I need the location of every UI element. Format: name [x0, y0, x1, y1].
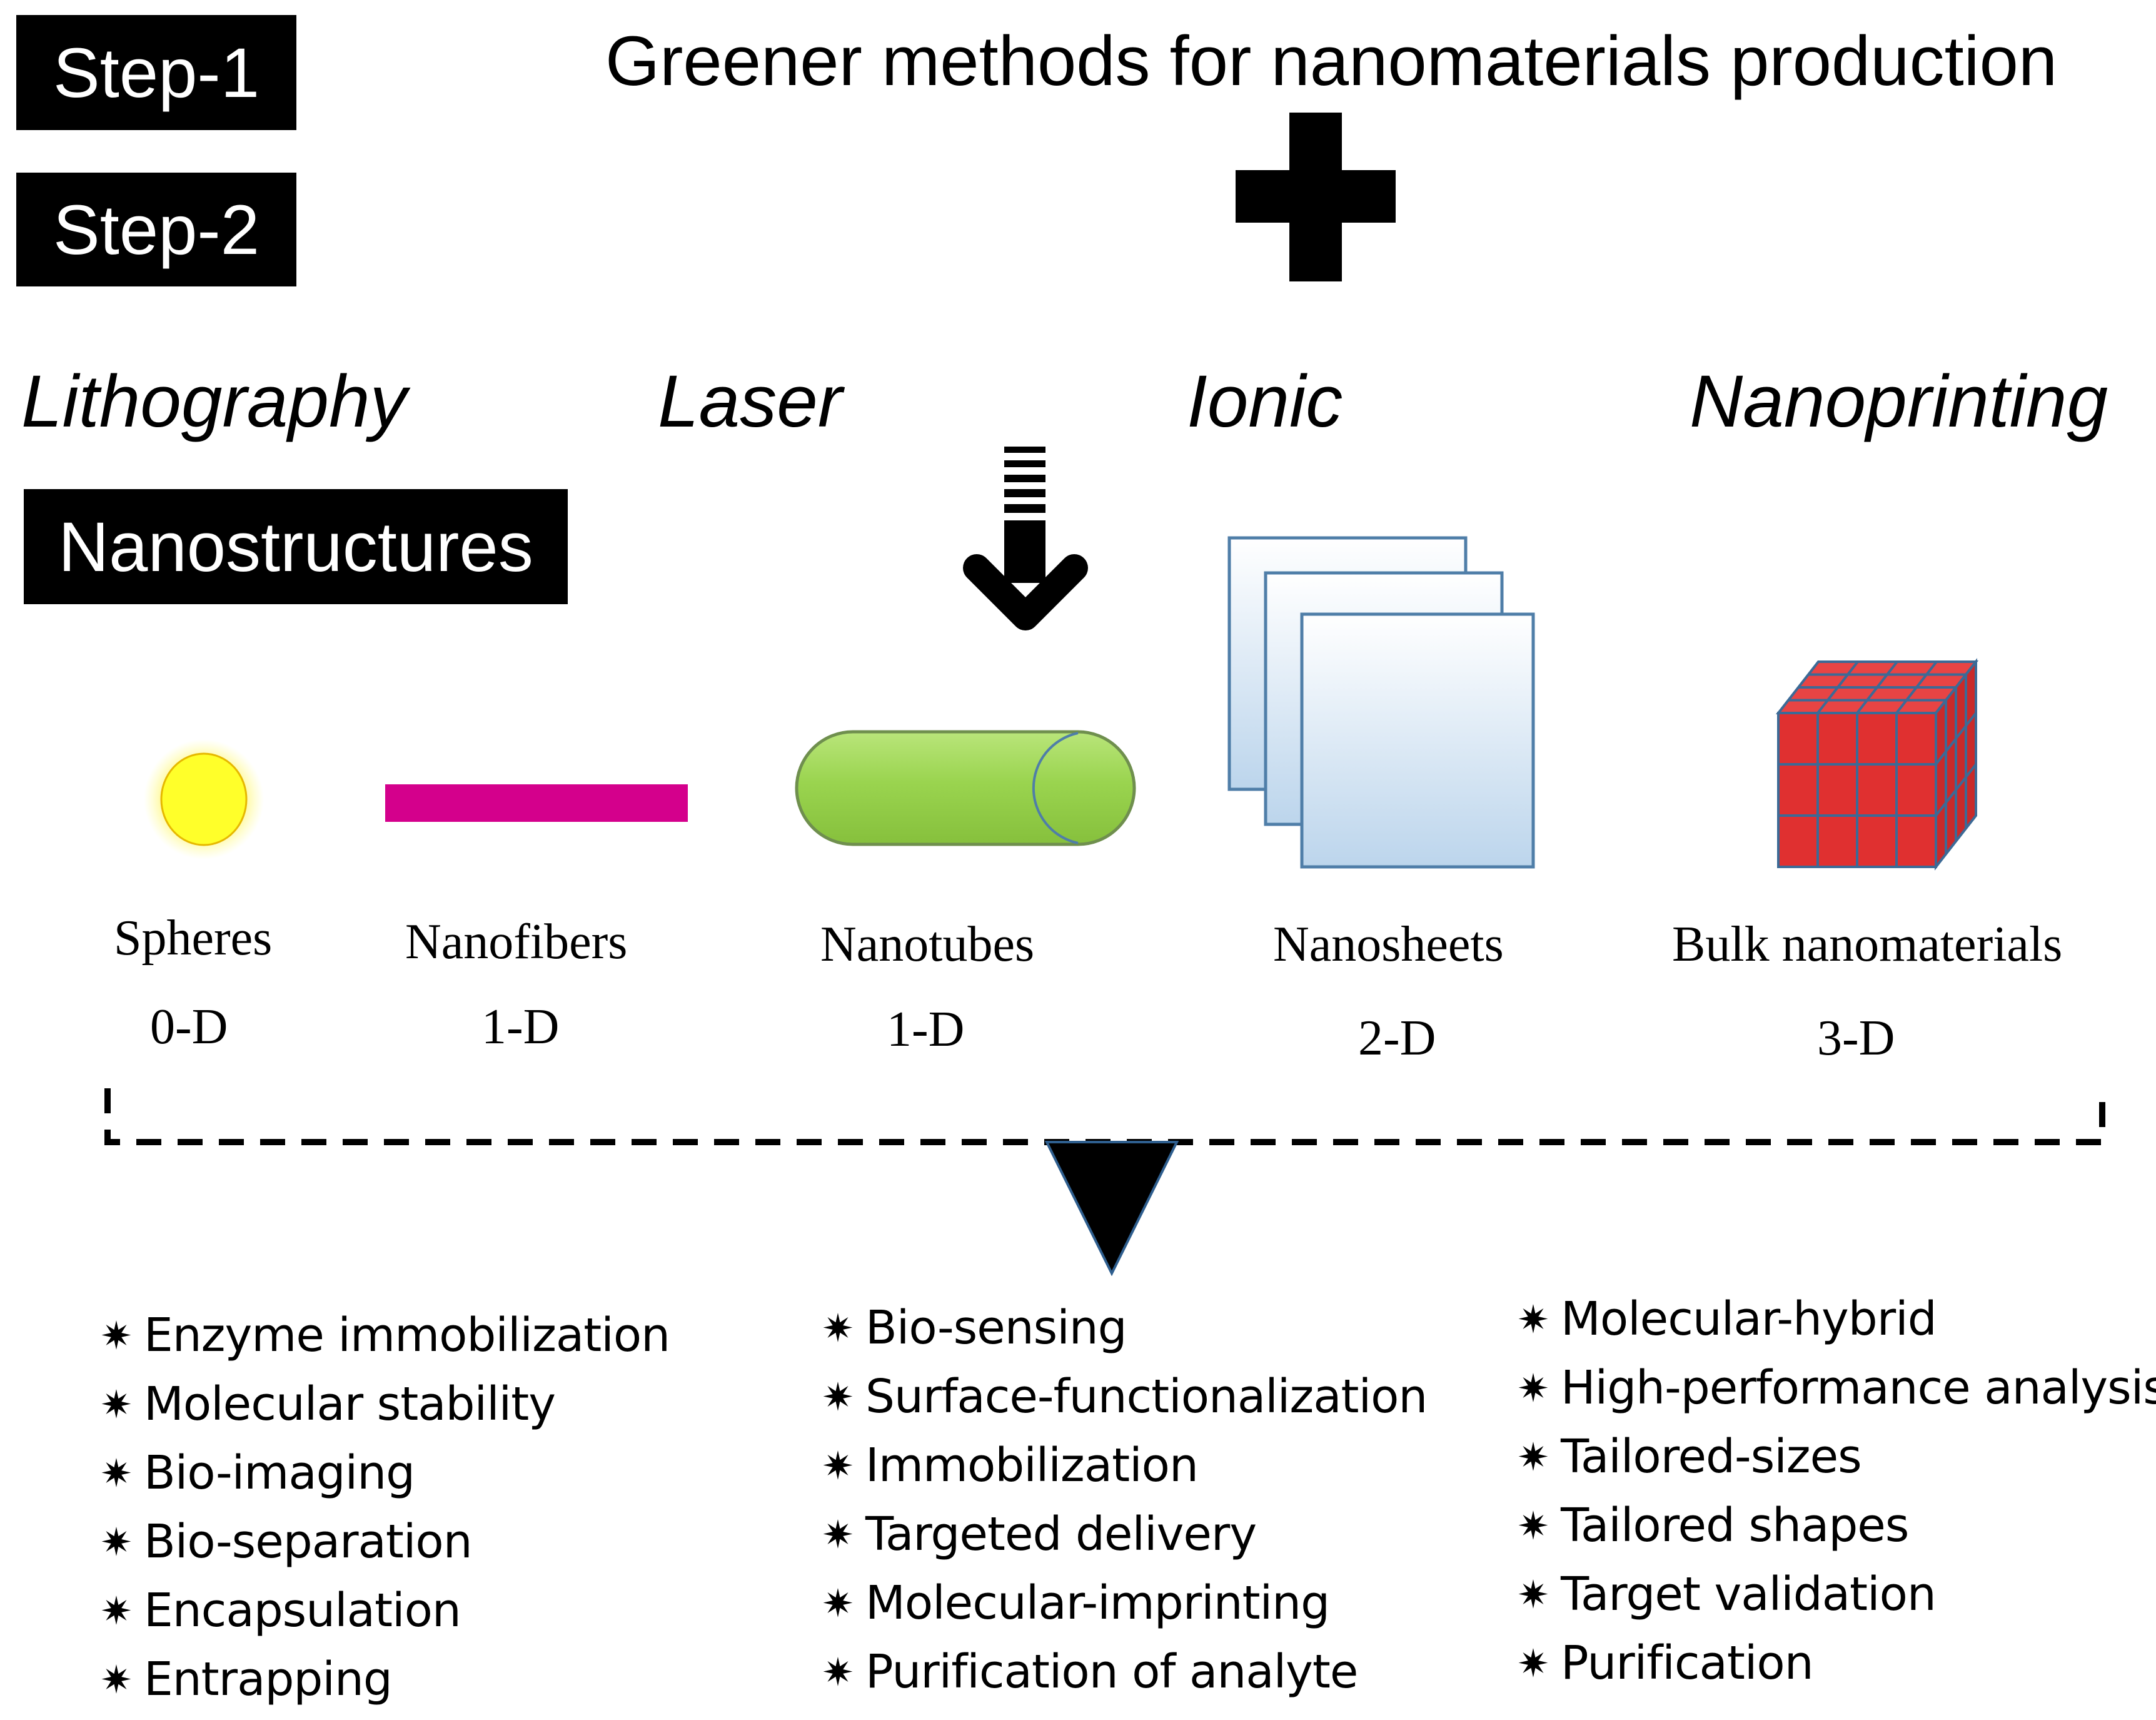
method-lithography: Lithography: [21, 360, 407, 443]
page-title: Greener methods for nanomaterials produc…: [605, 22, 2058, 100]
list-item: ✷Purification of analyte: [822, 1645, 1358, 1699]
list-item: ✷Purification: [1517, 1636, 1814, 1690]
bullet-star-icon: ✷: [100, 1587, 133, 1634]
dimension-nanosheets: 2-D: [1358, 1011, 1436, 1066]
applications-column-2: ✷Bio-sensing ✷Surface-functionalization …: [822, 1293, 1428, 1706]
dimension-nanotubes: 1-D: [887, 1002, 965, 1057]
list-item: ✷Tailored shapes: [1517, 1499, 1909, 1552]
step-2-label: Step-2: [16, 173, 296, 286]
dimension-bulk: 3-D: [1817, 1011, 1895, 1066]
bullet-star-icon: ✷: [1517, 1365, 1549, 1411]
list-item: ✷Enzyme immobilization: [100, 1308, 670, 1362]
list-item: ✷Bio-separation: [100, 1515, 473, 1569]
bullet-star-icon: ✷: [1517, 1571, 1549, 1617]
shape-name-nanotubes: Nanotubes: [820, 917, 1035, 972]
list-item: ✷High-performance analysis: [1517, 1361, 2156, 1415]
applications-column-3: ✷Molecular-hybrid ✷High-performance anal…: [1517, 1285, 2156, 1697]
list-item: ✷Tailored-sizes: [1517, 1430, 1862, 1484]
list-item: ✷Targeted delivery: [822, 1507, 1257, 1561]
bullet-star-icon: ✷: [100, 1656, 133, 1702]
bullet-star-icon: ✷: [1517, 1296, 1549, 1342]
bullet-star-icon: ✷: [822, 1442, 854, 1489]
nanofiber-shape: [385, 784, 688, 822]
method-ionic: Ionic: [1187, 360, 1343, 443]
dimension-nanofibers: 1-D: [481, 999, 560, 1055]
bulk-cube-shape: [1775, 658, 1979, 871]
nanostructures-text: Nanostructures: [58, 507, 533, 586]
shape-name-nanosheets: Nanosheets: [1273, 917, 1504, 972]
bullet-star-icon: ✷: [1517, 1640, 1549, 1686]
bullet-star-icon: ✷: [1517, 1502, 1549, 1549]
list-item: ✷Bio-sensing: [822, 1301, 1127, 1355]
shape-name-bulk: Bulk nanomaterials: [1672, 917, 2063, 972]
list-item: ✷Surface-functionalization: [822, 1370, 1428, 1424]
shape-name-spheres: Spheres: [114, 911, 273, 966]
bullet-star-icon: ✷: [100, 1381, 133, 1427]
step-1-label: Step-1: [16, 15, 296, 130]
step-2-text: Step-2: [53, 190, 259, 269]
bullet-star-icon: ✷: [100, 1519, 133, 1565]
bullet-star-icon: ✷: [822, 1373, 854, 1420]
striped-down-arrow-icon: [963, 447, 1088, 630]
list-item: ✷Immobilization: [822, 1439, 1199, 1492]
sphere-shape: [144, 739, 264, 859]
list-item: ✷Target validation: [1517, 1567, 1937, 1621]
nanosheets-shape: [1227, 536, 1535, 869]
shape-name-nanofibers: Nanofibers: [405, 914, 628, 969]
applications-column-1: ✷Enzyme immobilization ✷Molecular stabil…: [100, 1301, 670, 1714]
nanotube-shape: [795, 730, 1136, 846]
dimension-spheres: 0-D: [150, 999, 228, 1055]
plus-icon: [1236, 113, 1396, 281]
bullet-star-icon: ✷: [100, 1450, 133, 1496]
list-item: ✷Bio-imaging: [100, 1446, 415, 1500]
bullet-star-icon: ✷: [822, 1305, 854, 1351]
method-laser: Laser: [658, 360, 843, 443]
nanostructures-label: Nanostructures: [24, 489, 568, 604]
down-triangle-icon: [1044, 1141, 1179, 1276]
method-nanoprinting: Nanoprinting: [1690, 360, 2108, 443]
bullet-star-icon: ✷: [822, 1649, 854, 1695]
bullet-star-icon: ✷: [1517, 1434, 1549, 1480]
step-1-text: Step-1: [53, 33, 259, 112]
list-item: ✷Encapsulation: [100, 1584, 461, 1637]
list-item: ✷Entrapping: [100, 1652, 393, 1706]
list-item: ✷Molecular-imprinting: [822, 1576, 1330, 1630]
bullet-star-icon: ✷: [100, 1312, 133, 1358]
list-item: ✷Molecular stability: [100, 1377, 556, 1431]
list-item: ✷Molecular-hybrid: [1517, 1292, 1937, 1346]
bullet-star-icon: ✷: [822, 1511, 854, 1557]
bullet-star-icon: ✷: [822, 1580, 854, 1626]
